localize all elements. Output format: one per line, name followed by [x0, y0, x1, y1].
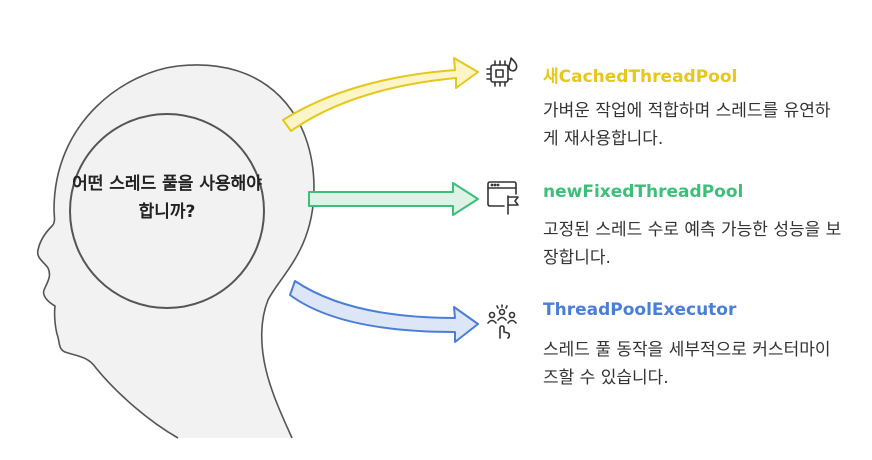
option-desc-executor: 스레드 풀 동작을 세부적으로 커스터마이즈할 수 있습니다. [543, 340, 831, 388]
option-desc-cached: 가벼운 작업에 적합하며 스레드를 유연하게 재사용합니다. [543, 101, 831, 149]
arrow-to-fixed [308, 182, 479, 216]
option-title-cached: 새CachedThreadPool [543, 67, 738, 87]
option-title-executor: ThreadPoolExecutor [543, 300, 737, 320]
arrow-to-cached [282, 57, 479, 132]
browser-window-flag-icon [487, 181, 519, 215]
option-title-fixed: newFixedThreadPool [543, 182, 744, 202]
thought-circle [69, 113, 265, 309]
arrow-to-executor [289, 280, 479, 343]
central-question: 어떤 스레드 풀을 사용해야 합니까? [72, 174, 262, 222]
people-pointer-icon [487, 304, 517, 339]
cpu-chip-icon [486, 57, 518, 87]
option-desc-fixed: 고정된 스레드 수로 예측 가능한 성능을 보장합니다. [543, 220, 842, 268]
